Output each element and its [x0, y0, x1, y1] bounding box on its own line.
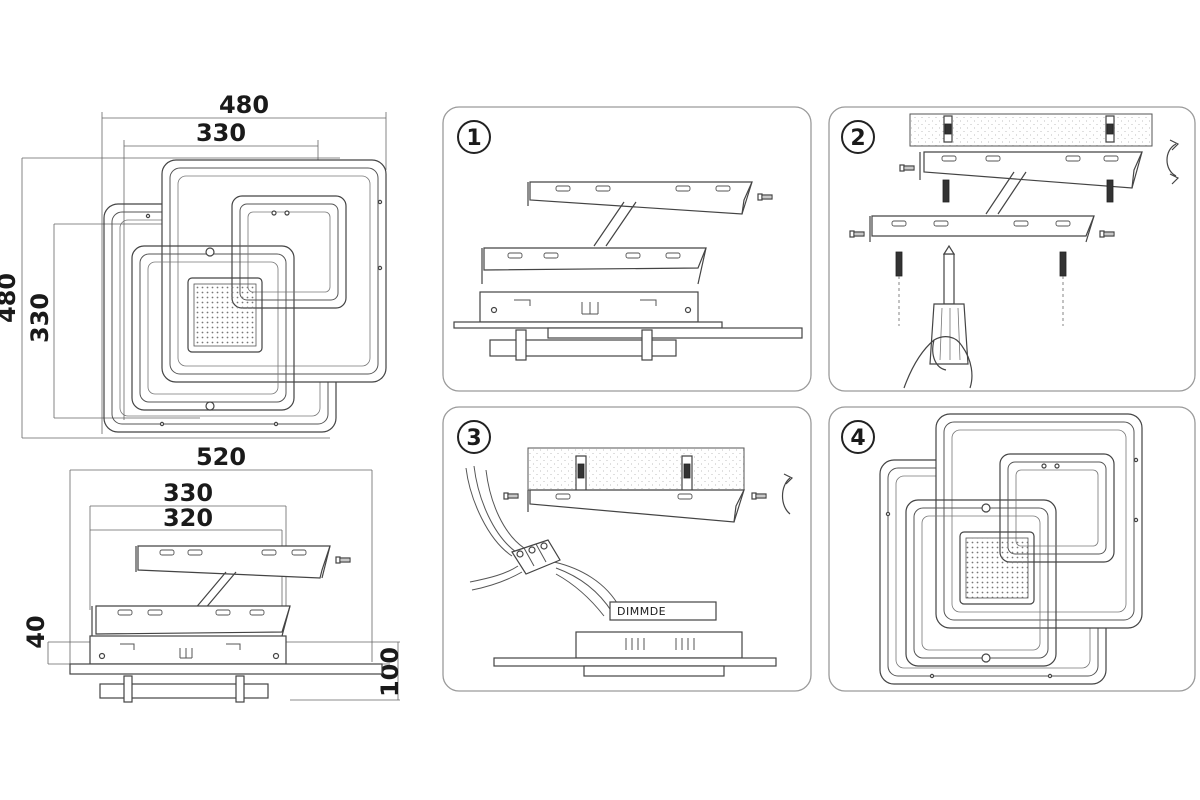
- step-4-number: 4: [850, 426, 865, 451]
- dim-side-width-outer: 520: [196, 443, 246, 471]
- dim-top-width-inner: 330: [196, 119, 246, 147]
- dim-side-width-a: 330: [163, 479, 213, 507]
- dimmer-box-label: DIMMDE: [617, 605, 666, 618]
- step-2-panel: 2: [828, 106, 1196, 392]
- step-2-number: 2: [850, 126, 865, 151]
- dim-left-height-inner: 330: [26, 293, 54, 343]
- side-view-drawing: 520 330 320 40 100: [22, 443, 404, 703]
- dim-side-width-b: 320: [163, 504, 213, 532]
- dim-left-height-outer: 480: [0, 273, 21, 323]
- step-4-panel: 4: [828, 406, 1196, 692]
- step-3-number: 3: [466, 426, 481, 451]
- step-1-number: 1: [466, 126, 481, 151]
- dim-top-width-outer: 480: [219, 91, 269, 119]
- front-view-drawing: 480 330 480 330: [0, 91, 387, 439]
- step-3-panel: 3 DIMMDE: [442, 406, 812, 692]
- dim-side-height-small: 40: [22, 615, 50, 648]
- step-1-panel: 1: [442, 106, 812, 392]
